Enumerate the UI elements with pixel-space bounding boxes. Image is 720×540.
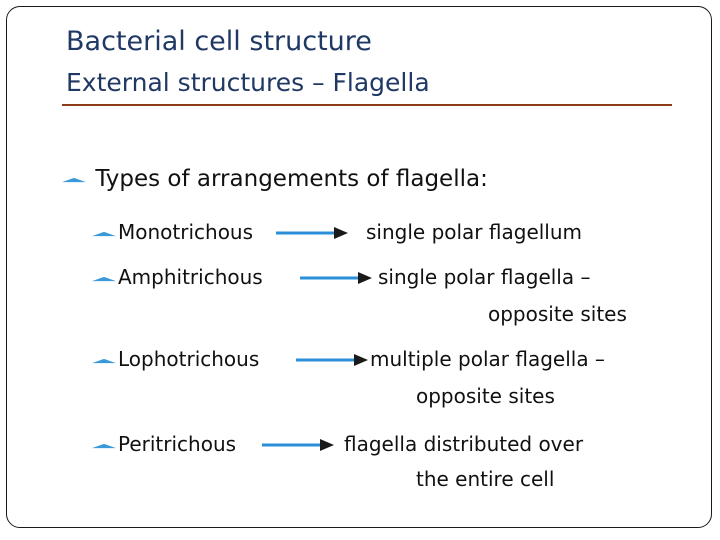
list-item-peritrichous-desc-cont: the entire cell: [416, 467, 555, 491]
section-heading: Types of arrangements of flagella:: [62, 166, 488, 192]
triangle-bullet-icon: [92, 358, 116, 363]
right-arrow-icon: [296, 352, 368, 368]
right-arrow-icon: [300, 270, 372, 286]
slide-title: Bacterial cell structure: [66, 26, 372, 57]
list-item-lophotrichous-desc-cont: opposite sites: [416, 384, 555, 408]
list-item-peritrichous-term: Peritrichous: [92, 432, 236, 456]
title-divider: [62, 104, 672, 106]
term-label: Monotrichous: [118, 220, 254, 244]
slide-frame: [6, 6, 712, 528]
triangle-bullet-icon: [92, 231, 116, 236]
term-label: Peritrichous: [118, 432, 237, 456]
list-item-amphitrichous-desc: single polar flagella –: [378, 265, 591, 289]
right-arrow-icon: [262, 437, 334, 453]
list-item-lophotrichous-term: Lophotrichous: [92, 347, 259, 371]
list-item-monotrichous-term: Monotrichous: [92, 220, 253, 244]
term-label: Amphitrichous: [118, 265, 263, 289]
term-label: Lophotrichous: [118, 347, 260, 371]
list-item-amphitrichous-desc-cont: opposite sites: [488, 302, 627, 326]
list-item-peritrichous-desc: flagella distributed over: [344, 432, 584, 456]
triangle-bullet-icon: [62, 177, 86, 182]
triangle-bullet-icon: [92, 443, 116, 448]
list-item-lophotrichous-desc: multiple polar flagella –: [370, 347, 605, 371]
right-arrow-icon: [276, 225, 348, 241]
heading-text: Types of arrangements of flagella:: [95, 166, 488, 192]
list-item-monotrichous-desc: single polar flagellum: [366, 220, 583, 244]
slide-subtitle: External structures – Flagella: [66, 68, 430, 97]
triangle-bullet-icon: [92, 276, 116, 281]
list-item-amphitrichous-term: Amphitrichous: [92, 265, 263, 289]
